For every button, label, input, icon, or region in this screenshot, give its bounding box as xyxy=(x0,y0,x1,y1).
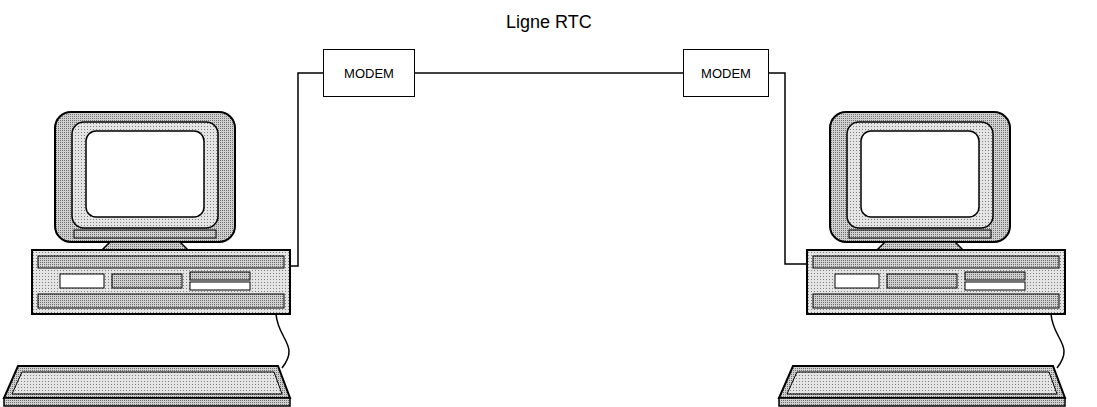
line-label: Ligne RTC xyxy=(503,12,595,33)
node-label: MODEM xyxy=(344,66,394,81)
modem-box: MODEM xyxy=(683,49,769,97)
node-label: MODEM xyxy=(701,66,751,81)
modem-box: MODEM xyxy=(323,49,415,97)
phone-line xyxy=(415,72,683,74)
